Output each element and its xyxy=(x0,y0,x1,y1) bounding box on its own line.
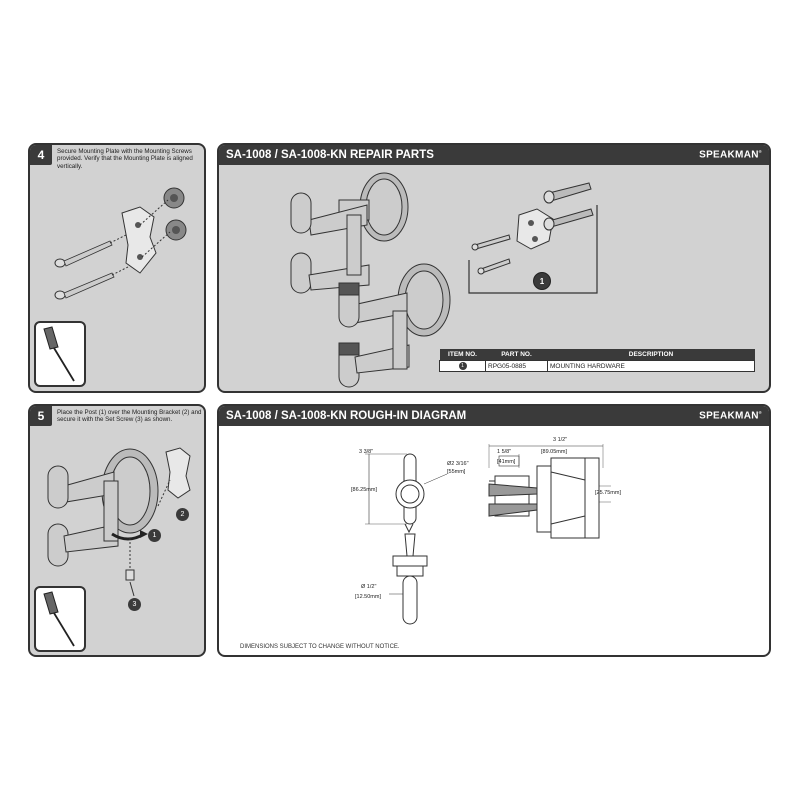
step-5-panel: 5 Place the Post (1) over the Mounting B… xyxy=(28,404,206,657)
rough-in-drawing xyxy=(365,444,611,625)
speakman-logo: SPEAKMAN® xyxy=(699,149,762,161)
dim-height-frac: 3 3/8" xyxy=(359,449,374,455)
col-item-no: ITEM NO. xyxy=(439,349,486,361)
dim-side-mm: [25.75mm] xyxy=(595,490,621,496)
robe-hook-illustration xyxy=(290,172,598,388)
dim-depth-mm: [41mm] xyxy=(497,459,516,465)
repair-parts-title: SA-1008 / SA-1008-KN REPAIR PARTS xyxy=(226,149,434,161)
parts-table: ITEM NO. PART NO. DESCRIPTION 1 RPG05-08… xyxy=(439,349,755,372)
part-description: MOUNTING HARDWARE xyxy=(547,360,755,372)
step-number: 5 xyxy=(30,406,52,426)
step-4-panel: 4 Secure Mounting Plate with the Mountin… xyxy=(28,143,206,393)
dim-width-frac: 3 1/2" xyxy=(553,437,568,443)
step-instructions: Place the Post (1) over the Mounting Bra… xyxy=(57,409,202,424)
dim-dia-mm: [55mm] xyxy=(447,469,466,475)
dim-post-dia-mm: [12.50mm] xyxy=(355,594,381,600)
rough-in-header: SA-1008 / SA-1008-KN ROUGH-IN DIAGRAM SP… xyxy=(219,406,769,426)
screw-lower xyxy=(54,266,129,300)
callout-1: 1 xyxy=(148,529,161,542)
dim-width-mm: [89.05mm] xyxy=(541,449,567,455)
item-number-badge: 1 xyxy=(458,362,467,370)
mounting-plate-illustration xyxy=(54,187,187,300)
step-number: 4 xyxy=(30,145,52,165)
screwdriver-icon xyxy=(43,326,75,382)
step-instructions: Secure Mounting Plate with the Mounting … xyxy=(57,148,193,170)
col-part-no: PART NO. xyxy=(485,349,548,361)
parts-table-header: ITEM NO. PART NO. DESCRIPTION xyxy=(439,349,755,361)
part-number: RPG05-0885 xyxy=(485,360,548,372)
screwdriver-tool-box xyxy=(34,586,86,652)
dim-depth-frac: 1 5/8" xyxy=(497,449,512,455)
dim-height-mm: [86.25mm] xyxy=(351,487,377,493)
post-installation-illustration xyxy=(47,447,191,597)
dim-post-dia-frac: Ø 1/2" xyxy=(361,584,377,590)
col-description: DESCRIPTION xyxy=(547,349,755,361)
rough-in-title: SA-1008 / SA-1008-KN ROUGH-IN DIAGRAM xyxy=(226,410,467,422)
callout-3: 3 xyxy=(128,598,141,611)
speakman-logo: SPEAKMAN® xyxy=(699,410,762,422)
callout-2: 2 xyxy=(176,508,189,521)
screwdriver-icon xyxy=(43,591,75,647)
repair-parts-panel: SA-1008 / SA-1008-KN REPAIR PARTS SPEAKM… xyxy=(217,143,771,393)
rough-in-panel: SA-1008 / SA-1008-KN ROUGH-IN DIAGRAM SP… xyxy=(217,404,771,657)
table-row: 1 RPG05-0885 MOUNTING HARDWARE xyxy=(439,360,755,372)
screwdriver-tool-box xyxy=(34,321,86,387)
callout-1: 1 xyxy=(533,272,551,290)
disclaimer-note: DIMENSIONS SUBJECT TO CHANGE WITHOUT NOT… xyxy=(240,644,400,650)
repair-parts-header: SA-1008 / SA-1008-KN REPAIR PARTS SPEAKM… xyxy=(219,145,769,165)
screw-upper xyxy=(54,234,127,268)
dim-dia-frac: Ø2 3/16" xyxy=(447,461,469,467)
